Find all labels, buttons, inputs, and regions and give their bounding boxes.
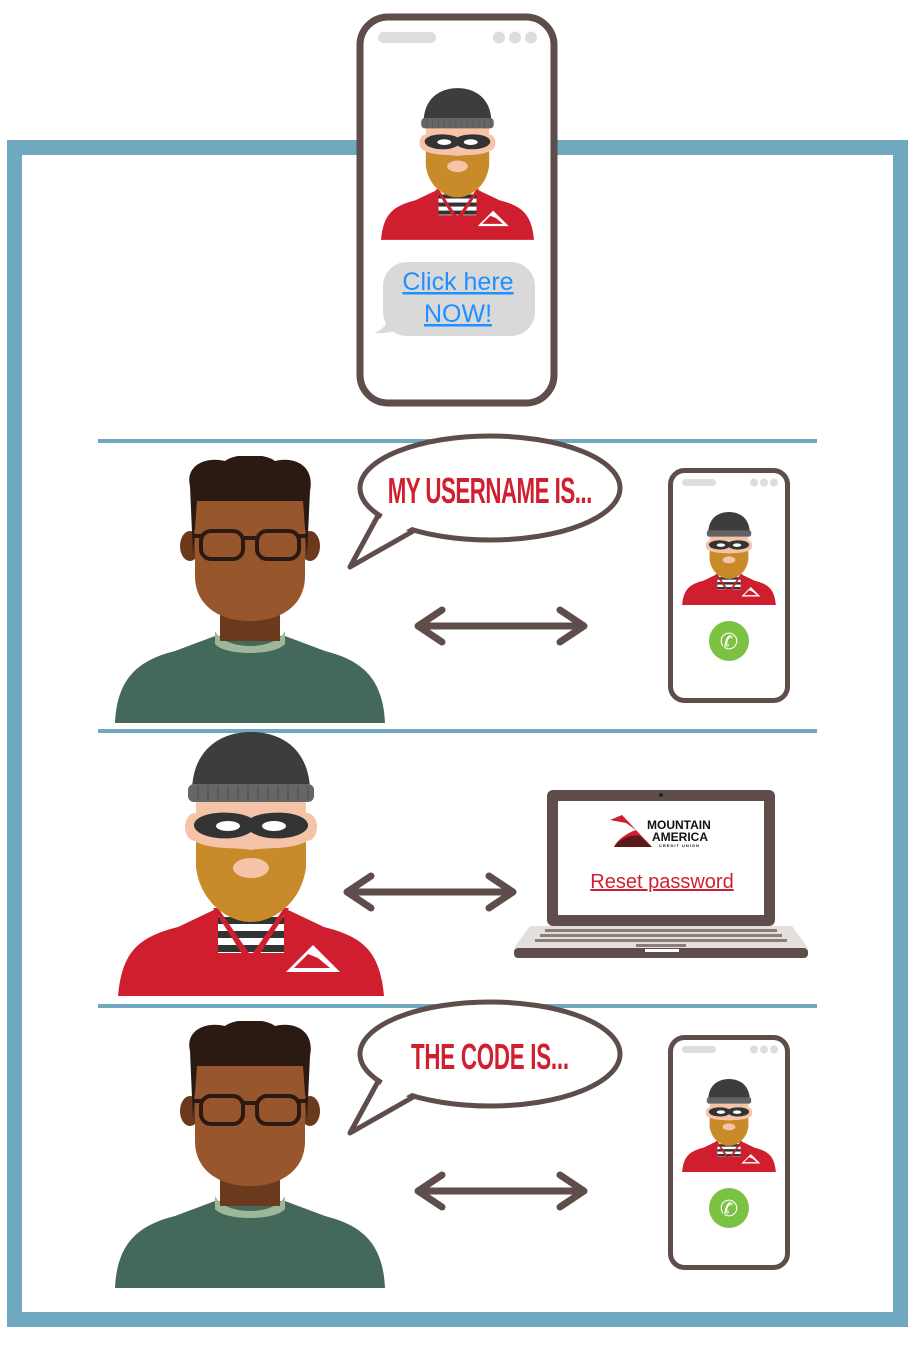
scene-username: MY USERNAME IS... ✆: [115, 433, 788, 723]
speech-text: MY USERNAME IS...: [388, 472, 593, 512]
mountain-america-logo: MOUNTAIN AMERICA CREDIT UNION: [610, 815, 711, 848]
small-phone: [671, 1038, 788, 1268]
phishing-link-line2[interactable]: NOW!: [424, 300, 492, 328]
svg-text:✆: ✆: [720, 1197, 738, 1222]
svg-text:AMERICA: AMERICA: [652, 830, 708, 844]
scammer-avatar: [118, 732, 384, 996]
speech-text: THE CODE IS...: [411, 1038, 569, 1078]
reset-password-link[interactable]: Reset password: [590, 871, 733, 893]
svg-text:MOUNTAIN: MOUNTAIN: [647, 818, 711, 832]
double-arrow-icon: [347, 876, 513, 908]
small-phone: [671, 471, 788, 701]
message-bubble: [374, 262, 535, 336]
double-arrow-icon: [418, 610, 584, 642]
top-phone: Click here NOW!: [356, 13, 558, 407]
scene-reset-password: MOUNTAIN AMERICA CREDIT UNION Reset pass…: [118, 732, 808, 996]
speech-bubble: [347, 433, 623, 570]
victim-avatar: [115, 1021, 385, 1288]
laptop: [514, 790, 808, 958]
svg-text:✆: ✆: [720, 630, 738, 655]
divider: [98, 729, 817, 733]
phishing-link-line1[interactable]: Click here: [402, 268, 513, 296]
scene-code: THE CODE IS... ✆: [115, 999, 788, 1288]
phone-call-icon[interactable]: [709, 1188, 749, 1228]
speech-bubble: [347, 999, 623, 1136]
svg-text:CREDIT UNION: CREDIT UNION: [659, 843, 700, 848]
victim-avatar: [115, 456, 385, 723]
phone-call-icon[interactable]: [709, 621, 749, 661]
double-arrow-icon: [418, 1175, 584, 1207]
